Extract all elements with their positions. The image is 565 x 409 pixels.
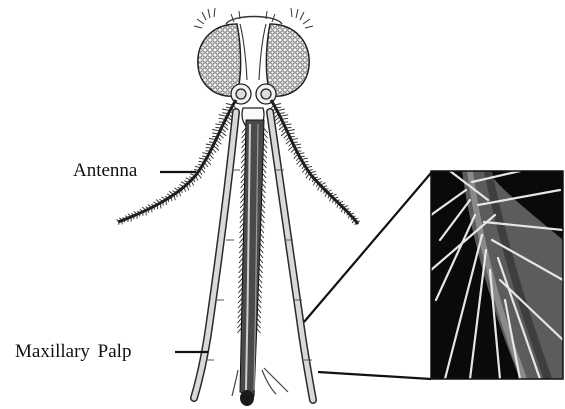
antenna-hair (300, 156, 305, 157)
antenna-hair (277, 119, 282, 124)
antenna-hair (207, 157, 210, 161)
antenna-hair (216, 128, 222, 129)
antenna-hair (209, 142, 215, 143)
antenna-hair (318, 185, 321, 190)
proboscis-scale (264, 128, 268, 133)
antenna-hair (347, 212, 348, 215)
antenna-hair (226, 119, 231, 124)
antenna-hair (296, 157, 299, 161)
proboscis-scale (239, 263, 243, 268)
antenna-hair (201, 168, 205, 173)
antenna-hair (134, 216, 135, 220)
antenna-hair (280, 115, 288, 117)
proboscis-scale (241, 178, 245, 183)
antenna-hair (128, 218, 129, 222)
antenna-hair (122, 220, 123, 224)
proboscis-scale (242, 133, 246, 138)
compound-eyes (198, 24, 309, 96)
antenna-hair (286, 128, 292, 129)
proboscis-scale (240, 213, 244, 218)
antenna-hair (204, 162, 208, 167)
antenna-hair (284, 134, 289, 138)
antenna-hair (181, 182, 186, 185)
zoom-line-lower (318, 372, 431, 379)
antenna-hair (186, 185, 189, 191)
antenna-hair (199, 171, 202, 175)
antenna-label: Antenna (73, 161, 137, 180)
antenna-hair (299, 162, 303, 166)
proboscis-scale (240, 223, 244, 228)
antenna-hair (302, 168, 306, 173)
antenna-hair (169, 191, 174, 194)
proboscis-scale (264, 133, 268, 138)
antenna-hair (291, 148, 295, 152)
antenna-hair (219, 134, 224, 138)
antenna-hair (198, 165, 203, 166)
antenna-hair (219, 115, 227, 117)
zoom-line-upper (304, 173, 431, 322)
antenna-hair (222, 109, 230, 111)
proboscis-scale (242, 128, 246, 133)
maxillary-palp-label: Maxillary Palp (15, 342, 131, 361)
proboscis-scale (241, 168, 245, 173)
proboscis-scale (241, 173, 245, 178)
antenna-hair (306, 173, 310, 178)
proboscis-scale (242, 138, 246, 143)
right-compound-eye (266, 24, 309, 96)
antenna-hair (348, 212, 351, 213)
antenna-hair (212, 148, 216, 152)
antenna-hair (352, 216, 356, 217)
antenna-hair (197, 173, 201, 178)
left-compound-eye (198, 24, 241, 96)
sem-micrograph-inset (431, 171, 563, 379)
proboscis-scale (240, 218, 244, 223)
